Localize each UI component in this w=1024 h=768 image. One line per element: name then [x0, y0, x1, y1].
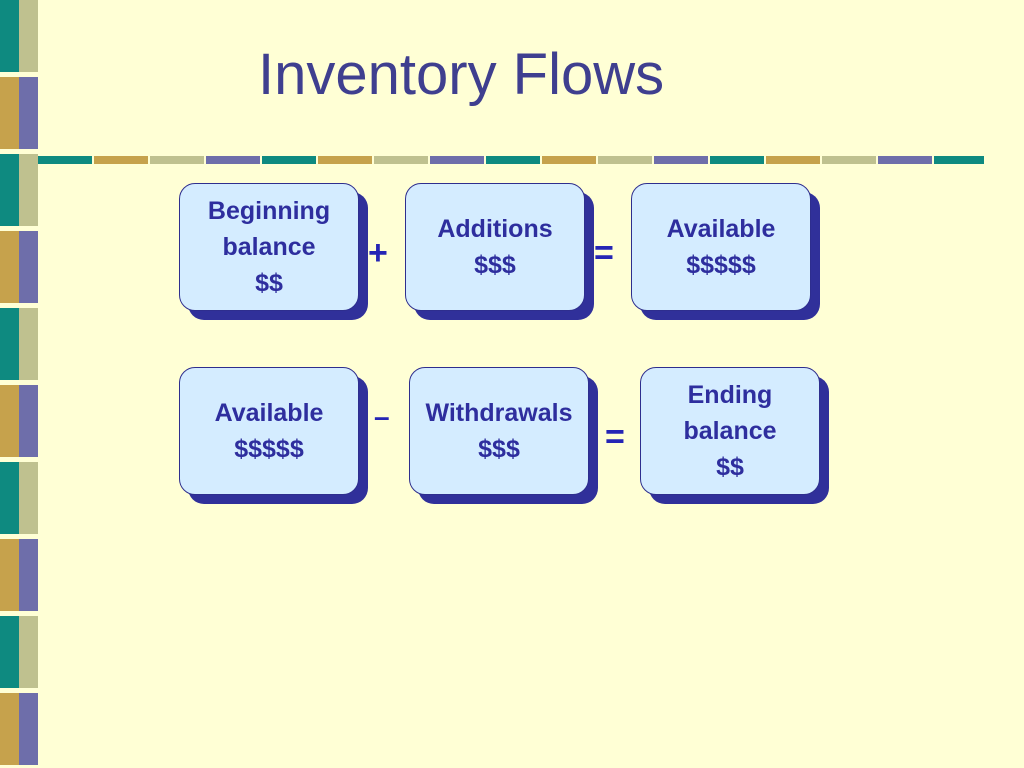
plus-operator: + — [368, 234, 388, 272]
box-label-line: balance — [683, 417, 777, 445]
ending-balance-box: Ending balance $$ — [640, 367, 820, 495]
stripe-cell — [0, 231, 19, 303]
stripe-cell — [19, 385, 38, 457]
box-label-line: Available — [666, 215, 776, 243]
stripe-cell — [0, 385, 19, 457]
beginning-balance-box: Beginning balance $$ — [179, 183, 359, 311]
rule-segment — [206, 156, 260, 164]
rule-segment — [94, 156, 148, 164]
box-amount: $$ — [716, 453, 744, 481]
stripe-cell — [19, 77, 38, 149]
rule-segment — [710, 156, 764, 164]
box-label-line: Beginning — [207, 197, 331, 225]
rule-segment — [262, 156, 316, 164]
box-label-line: Ending — [687, 381, 773, 409]
stripe-cell — [0, 462, 19, 534]
rule-segment — [486, 156, 540, 164]
title-divider-rule — [38, 156, 984, 164]
available-box: Available $$$$$ — [179, 367, 359, 495]
box-label-line: Available — [214, 399, 324, 427]
stripe-cell — [0, 693, 19, 765]
box-amount: $$$ — [478, 435, 520, 463]
stripe-cell — [19, 539, 38, 611]
slide-title: Inventory Flows — [258, 42, 665, 107]
box-amount: $$$ — [474, 251, 516, 279]
stripe-cell — [0, 539, 19, 611]
rule-segment — [598, 156, 652, 164]
rule-segment — [934, 156, 984, 164]
stripe-cell — [0, 616, 19, 688]
rule-segment — [38, 156, 92, 164]
rule-segment — [150, 156, 204, 164]
stripe-cell — [0, 0, 19, 72]
stripe-cell — [0, 154, 19, 226]
box-amount: $$$$$ — [234, 435, 304, 463]
box-label-line: balance — [222, 233, 316, 261]
stripe-cell — [19, 462, 38, 534]
stripe-cell — [0, 77, 19, 149]
minus-operator: – — [374, 401, 390, 432]
stripe-cell — [19, 231, 38, 303]
rule-segment — [318, 156, 372, 164]
side-stripe-decoration — [0, 0, 38, 768]
stripe-cell — [19, 0, 38, 72]
available-box: Available $$$$$ — [631, 183, 811, 311]
rule-segment — [542, 156, 596, 164]
equals-operator: = — [594, 234, 614, 272]
box-amount: $$ — [255, 269, 283, 297]
stripe-cell — [19, 154, 38, 226]
rule-segment — [878, 156, 932, 164]
box-label-line: Additions — [437, 215, 553, 243]
stripe-cell — [19, 308, 38, 380]
stripe-cell — [0, 308, 19, 380]
rule-segment — [430, 156, 484, 164]
rule-segment — [654, 156, 708, 164]
additions-box: Additions $$$ — [405, 183, 585, 311]
box-label-line: Withdrawals — [425, 399, 573, 427]
rule-segment — [822, 156, 876, 164]
equals-operator: = — [605, 418, 625, 456]
box-amount: $$$$$ — [686, 251, 756, 279]
rule-segment — [374, 156, 428, 164]
stripe-cell — [19, 616, 38, 688]
rule-segment — [766, 156, 820, 164]
withdrawals-box: Withdrawals $$$ — [409, 367, 589, 495]
stripe-cell — [19, 693, 38, 765]
